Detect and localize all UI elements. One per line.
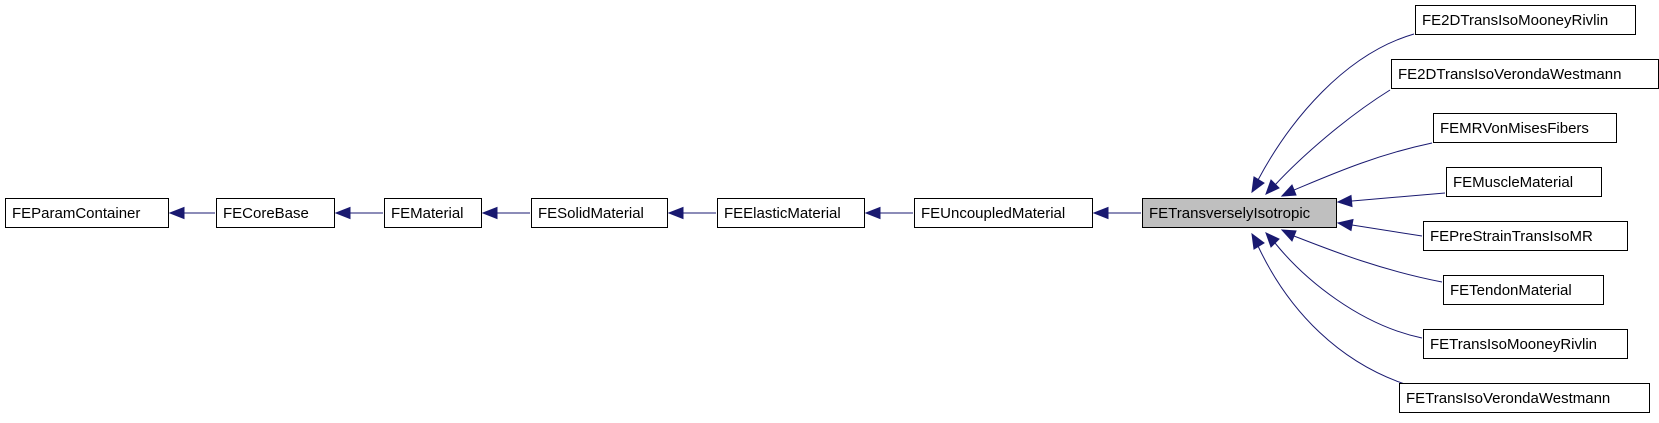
node-fe-elastic-material[interactable]: FEElasticMaterial [717,198,865,228]
node-fe-uncoupled-material[interactable]: FEUncoupledMaterial [914,198,1093,228]
edge-solid-material-to-material [481,206,530,220]
node-fe-param-container[interactable]: FEParamContainer [5,198,169,228]
node-fe-material[interactable]: FEMaterial [384,198,482,228]
node-femr-von-mises-fibers[interactable]: FEMRVonMisesFibers [1433,113,1617,143]
node-fe-trans-iso-veronda-westmann[interactable]: FETransIsoVerondaWestmann [1399,383,1650,413]
node-fe-solid-material[interactable]: FESolidMaterial [531,198,668,228]
edge-fe2d-veronda-westmann-to-transversely-isotropic [1265,89,1391,195]
node-label: FEMRVonMisesFibers [1440,120,1589,137]
node-fe2d-trans-iso-veronda-westmann[interactable]: FE2DTransIsoVerondaWestmann [1391,59,1659,89]
edge-fe-trans-iso-veronda-westmann-to-transversely-isotropic [1251,232,1415,388]
edge-transversely-isotropic-to-uncoupled-material [1092,206,1141,220]
edge-fe-pre-strain-to-transversely-isotropic [1336,218,1423,237]
node-fe-pre-strain-trans-iso-mr[interactable]: FEPreStrainTransIsoMR [1423,221,1628,251]
edge-fe2d-mooney-rivlin-to-transversely-isotropic [1251,33,1415,194]
edge-fe-trans-iso-mooney-rivlin-to-transversely-isotropic [1265,232,1423,339]
node-fe-transversely-isotropic: FETransverselyIsotropic [1142,198,1337,228]
node-label: FETransIsoVerondaWestmann [1406,390,1610,407]
edge-femr-von-mises-fibers-to-transversely-isotropic [1280,142,1433,197]
node-label: FE2DTransIsoVerondaWestmann [1398,66,1621,83]
node-label: FEPreStrainTransIsoMR [1430,228,1593,245]
node-label: FEUncoupledMaterial [921,205,1065,222]
node-label: FEParamContainer [12,205,140,222]
node-label: FETransIsoMooneyRivlin [1430,336,1597,353]
node-label: FEElasticMaterial [724,205,841,222]
node-label: FECoreBase [223,205,309,222]
node-label: FEMuscleMaterial [1453,174,1573,191]
node-fe2d-trans-iso-mooney-rivlin[interactable]: FE2DTransIsoMooneyRivlin [1415,5,1636,35]
edge-fe-tendon-material-to-transversely-isotropic [1280,229,1443,283]
node-fe-tendon-material[interactable]: FETendonMaterial [1443,275,1604,305]
edge-material-to-core-base [334,206,383,220]
node-label: FE2DTransIsoMooneyRivlin [1422,12,1608,29]
edge-fe-muscle-material-to-transversely-isotropic [1336,192,1446,208]
edge-core-base-to-param-container [168,206,215,220]
node-fe-core-base[interactable]: FECoreBase [216,198,335,228]
node-fe-trans-iso-mooney-rivlin[interactable]: FETransIsoMooneyRivlin [1423,329,1628,359]
edge-elastic-material-to-solid-material [667,206,716,220]
edge-uncoupled-material-to-elastic-material [864,206,913,220]
node-label: FESolidMaterial [538,205,644,222]
node-label: FETendonMaterial [1450,282,1572,299]
node-label: FEMaterial [391,205,464,222]
node-fe-muscle-material[interactable]: FEMuscleMaterial [1446,167,1602,197]
node-label: FETransverselyIsotropic [1149,205,1311,222]
